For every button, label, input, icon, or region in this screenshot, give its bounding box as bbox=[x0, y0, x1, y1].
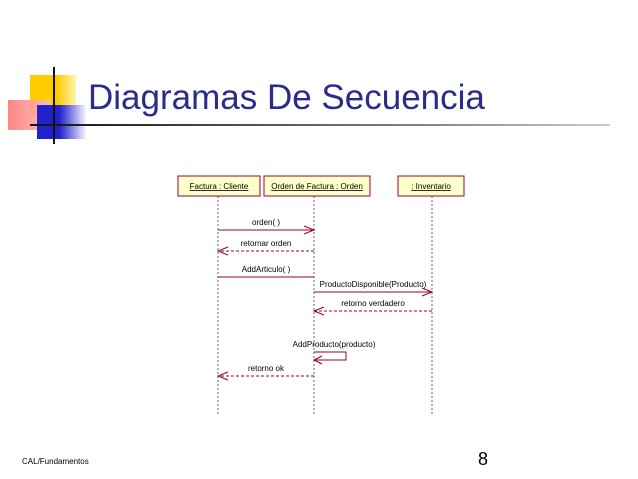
message: retorno verdadero bbox=[312, 299, 432, 316]
lifeline-label: : Inventario bbox=[411, 182, 451, 191]
lifeline-box bbox=[263, 175, 371, 197]
lifeline-box bbox=[177, 175, 261, 197]
message: AddProducto(producto) bbox=[293, 340, 376, 365]
message-label: AddProducto(producto) bbox=[293, 340, 376, 349]
slide-title: Diagramas De Secuencia bbox=[88, 78, 485, 117]
lifeline-box bbox=[397, 175, 465, 197]
message-label: retorno verdadero bbox=[341, 299, 405, 308]
lifeline-label: Orden de Factura : Orden bbox=[271, 182, 363, 191]
message-label: retorno ok bbox=[248, 364, 285, 373]
page-number: 8 bbox=[478, 449, 489, 469]
message: orden( ) bbox=[218, 218, 316, 235]
message: ProductoDisponible(Producto) bbox=[314, 280, 434, 297]
footer-text: CAL/Fundamentos bbox=[22, 457, 89, 466]
message-label: AddArticulo( ) bbox=[242, 265, 291, 274]
message-label: orden( ) bbox=[252, 218, 280, 227]
message: retorno ok bbox=[216, 364, 314, 381]
lifeline-label: Factura : Cliente bbox=[190, 182, 249, 191]
message: AddArticulo( ) bbox=[218, 265, 314, 278]
message-label: ProductoDisponible(Producto) bbox=[320, 280, 427, 289]
message: retornar orden bbox=[216, 239, 314, 256]
message-label: retornar orden bbox=[241, 239, 292, 248]
